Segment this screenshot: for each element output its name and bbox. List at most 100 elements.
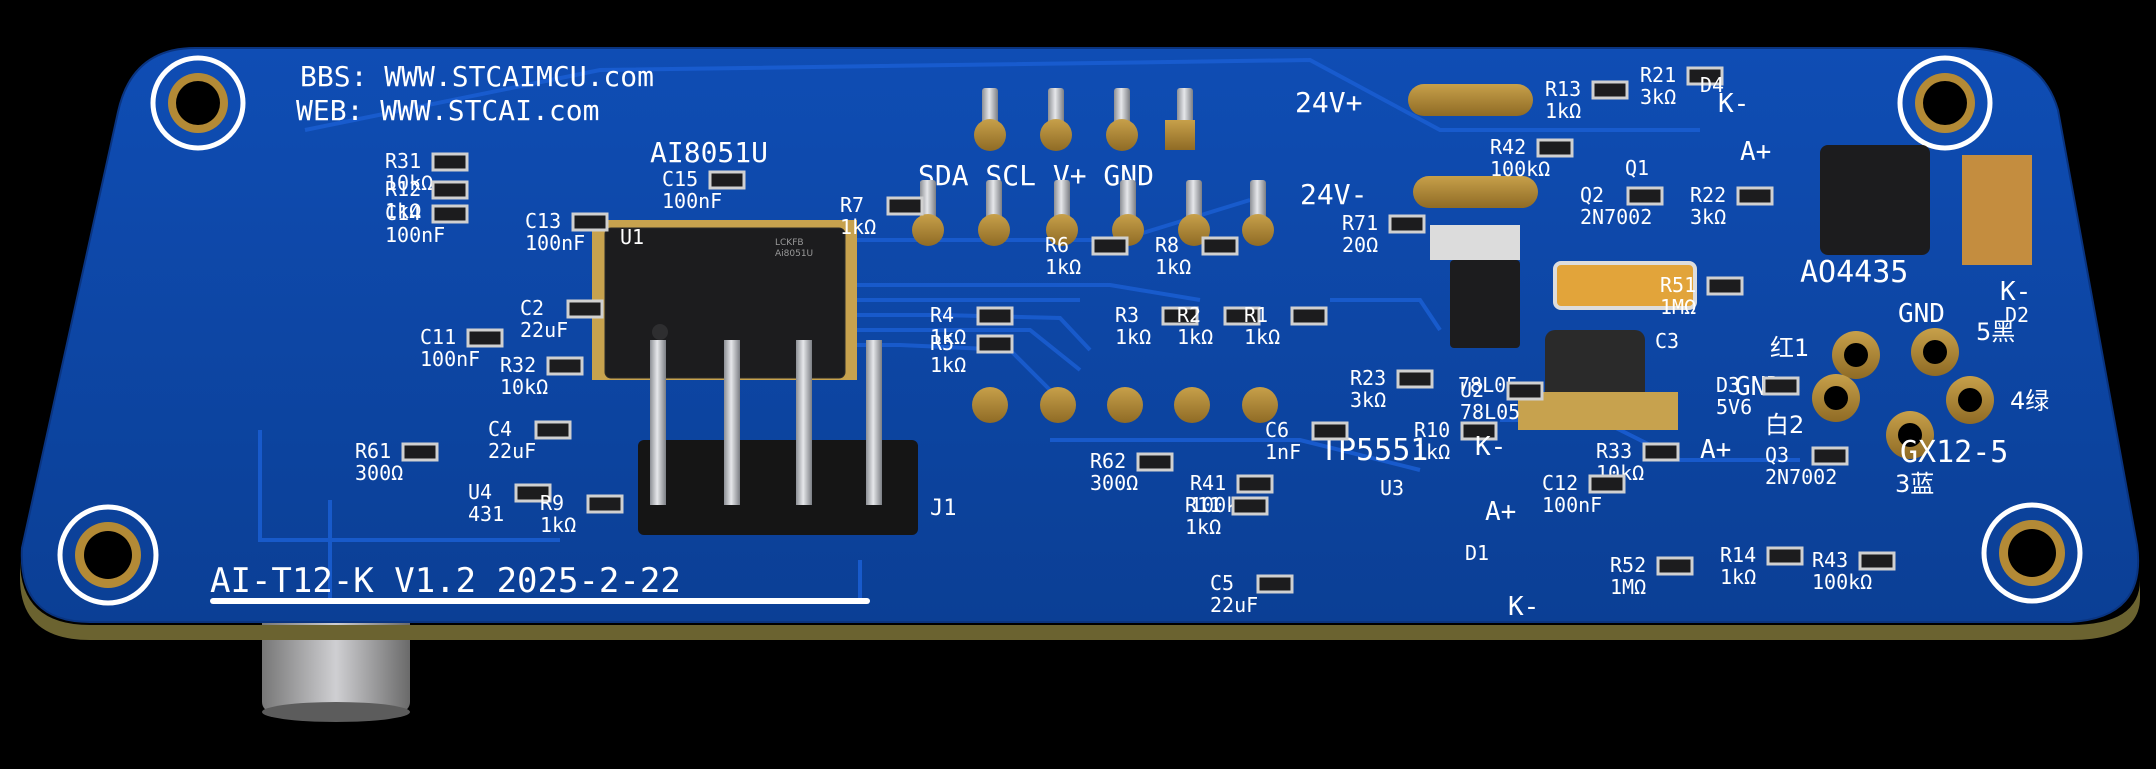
value-u4: 431 bbox=[468, 502, 504, 526]
ref-r33: R33 bbox=[1596, 439, 1632, 463]
value-q3: 2N7002 bbox=[1765, 465, 1837, 489]
power-pads: 24V+ 24V- bbox=[1295, 84, 1538, 211]
pad-24v-plus bbox=[1408, 84, 1533, 116]
ref-r7: R7 bbox=[840, 193, 864, 217]
value-r4: 1kΩ bbox=[930, 325, 966, 349]
designator-c3: C3 bbox=[1655, 329, 1679, 353]
mounting-hole-tl bbox=[150, 55, 246, 151]
mcu-label: AI8051U bbox=[650, 136, 768, 169]
value-r23: 3kΩ bbox=[1350, 388, 1386, 412]
pin5-label: 5黑 bbox=[1976, 318, 2015, 346]
pin3-label: 3蓝 bbox=[1895, 470, 1934, 498]
value-c11: 100nF bbox=[420, 347, 480, 371]
ref-u2: U2 bbox=[1460, 378, 1484, 402]
designator-d2: D2 bbox=[2005, 303, 2029, 327]
value-r8: 1kΩ bbox=[1155, 255, 1191, 279]
ref-r10: R10 bbox=[1414, 418, 1450, 442]
ref-c13: C13 bbox=[525, 209, 561, 233]
value-r51: 1MΩ bbox=[1660, 295, 1696, 319]
smd-components: R3110kΩR121kΩC14100nFC13100nFC222uFC1110… bbox=[355, 63, 2031, 622]
value-c5: 22uF bbox=[1210, 593, 1258, 617]
value-r52: 1MΩ bbox=[1610, 575, 1646, 599]
ref-c5: C5 bbox=[1210, 571, 1234, 595]
pin4-label: 4绿 bbox=[2010, 387, 2049, 415]
value-c2: 22uF bbox=[520, 318, 568, 342]
value-r10: 1kΩ bbox=[1414, 440, 1450, 464]
ref-r62: R62 bbox=[1090, 449, 1126, 473]
ref-r4: R4 bbox=[930, 303, 954, 327]
designator-d4: D4 bbox=[1700, 73, 1724, 97]
ref-c4: C4 bbox=[488, 417, 512, 441]
value-r31: 10kΩ bbox=[385, 171, 433, 195]
value-r9: 1kΩ bbox=[540, 513, 576, 537]
power-components: AO4435 TP5551 78L05 bbox=[1320, 145, 2032, 468]
gx12-label: GX12-5 bbox=[1900, 435, 2008, 470]
designator-u3: U3 bbox=[1380, 476, 1404, 500]
aox-label: AO4435 bbox=[1800, 255, 1908, 290]
ref-r5: R5 bbox=[930, 331, 954, 355]
value-q2: 2N7002 bbox=[1580, 205, 1652, 229]
polarity-mark: A+ bbox=[1485, 497, 1516, 527]
ref-r12: R12 bbox=[385, 177, 421, 201]
web-url: WEB: WWW.STCAI.com bbox=[296, 94, 599, 127]
mounting-hole-br bbox=[1981, 502, 2083, 604]
ref-c11: C11 bbox=[420, 325, 456, 349]
ref-r11: R11 bbox=[1185, 493, 1221, 517]
j1-header: J1 bbox=[638, 340, 957, 535]
polarity-mark: A+ bbox=[1740, 137, 1771, 167]
polarity-mark: A+ bbox=[1700, 435, 1731, 465]
ref-r3: R3 bbox=[1115, 303, 1139, 327]
i2c-header: SDA SCL V+ GND bbox=[912, 88, 1278, 423]
value-r7: 1kΩ bbox=[840, 215, 876, 239]
value-r61: 300Ω bbox=[355, 461, 403, 485]
ref-r41: R41 bbox=[1190, 471, 1226, 495]
value-c12: 100nF bbox=[1542, 493, 1602, 517]
gx12-connector: GX12-5 5黑 4绿 3蓝 白2 红1 GND GND bbox=[1735, 299, 2049, 498]
ref-c6: C6 bbox=[1265, 418, 1289, 442]
ref-c12: C12 bbox=[1542, 471, 1578, 495]
board-version: AI-T12-K V1.2 2025-2-22 bbox=[210, 561, 681, 601]
pin1-label: 红1 bbox=[1770, 334, 1809, 362]
designator-u1: U1 bbox=[620, 225, 644, 249]
pad-24v-minus bbox=[1413, 176, 1538, 208]
ref-r51: R51 bbox=[1660, 273, 1696, 297]
value-r2: 1kΩ bbox=[1177, 325, 1213, 349]
value-r11: 1kΩ bbox=[1185, 515, 1221, 539]
designator-d1: D1 bbox=[1465, 541, 1489, 565]
ref-d3: D3 bbox=[1716, 373, 1740, 397]
value-r14: 1kΩ bbox=[1720, 565, 1756, 589]
value-r12: 1kΩ bbox=[385, 199, 421, 223]
value-d3: 5V6 bbox=[1716, 395, 1752, 419]
value-r22: 3kΩ bbox=[1690, 205, 1726, 229]
ref-r14: R14 bbox=[1720, 543, 1756, 567]
ref-r8: R8 bbox=[1155, 233, 1179, 257]
ref-r9: R9 bbox=[540, 491, 564, 515]
